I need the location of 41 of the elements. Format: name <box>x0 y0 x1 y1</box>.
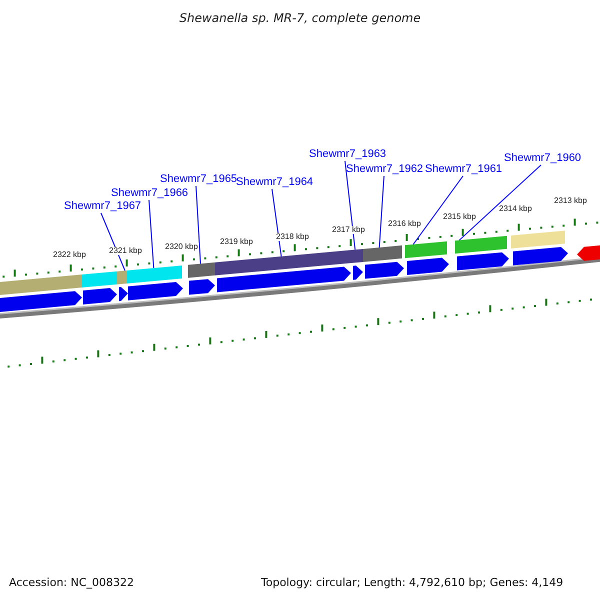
accession-text: Accession: NC_008322 <box>9 577 134 588</box>
gene-label: Shewmr7_1965 <box>160 174 238 185</box>
scale-label: 2315 kbp <box>442 213 477 221</box>
gene-feature <box>405 241 449 275</box>
gene-feature <box>0 274 82 312</box>
gene-feature <box>215 250 351 292</box>
gene-label: Shewmr7_1966 <box>111 188 188 199</box>
gene-feature <box>82 271 117 304</box>
scale-label: 2322 kbp <box>52 251 87 259</box>
gene-label: Shewmr7_1963 <box>309 149 386 160</box>
scale-label: 2318 kbp <box>275 233 310 241</box>
scale-label: 2317 kbp <box>331 226 366 234</box>
leader-line <box>100 212 126 272</box>
scale-label: 2321 kbp <box>108 247 143 255</box>
gene-feature <box>188 262 215 295</box>
leader-line <box>344 160 356 250</box>
gene-label: Shewmr7_1960 <box>504 153 582 164</box>
scale-label: 2320 kbp <box>164 243 199 251</box>
map-title: Shewanella sp. MR-7, complete genome <box>178 12 422 24</box>
gene-feature <box>127 265 183 300</box>
gene-label: Shewmr7_1964 <box>236 177 314 188</box>
gene-label: Shewmr7_1967 <box>64 201 142 212</box>
gene-feature <box>455 236 509 270</box>
leader-line <box>148 200 154 269</box>
scale-label: 2314 kbp <box>498 205 533 213</box>
genome-summary-text: Topology: circular; Length: 4,792,610 bp; Genes: 4,149 <box>261 577 564 588</box>
leader-line <box>458 164 542 241</box>
gene-label: Shewmr7_1962 <box>346 164 424 175</box>
gene-feature <box>350 248 363 280</box>
gene-label: Shewmr7_1961 <box>425 164 502 175</box>
leader-line <box>272 188 282 257</box>
scale-label: 2316 kbp <box>387 220 422 228</box>
gene-feature <box>117 270 128 302</box>
scale-label: 2319 kbp <box>219 238 254 246</box>
gene-feature <box>363 245 404 279</box>
gene-arrow <box>577 245 600 261</box>
leader-line <box>378 176 384 248</box>
leader-line <box>412 176 464 245</box>
leader-line <box>196 186 201 264</box>
gene-feature <box>511 230 568 266</box>
scale-label: 2313 kbp <box>553 197 588 205</box>
